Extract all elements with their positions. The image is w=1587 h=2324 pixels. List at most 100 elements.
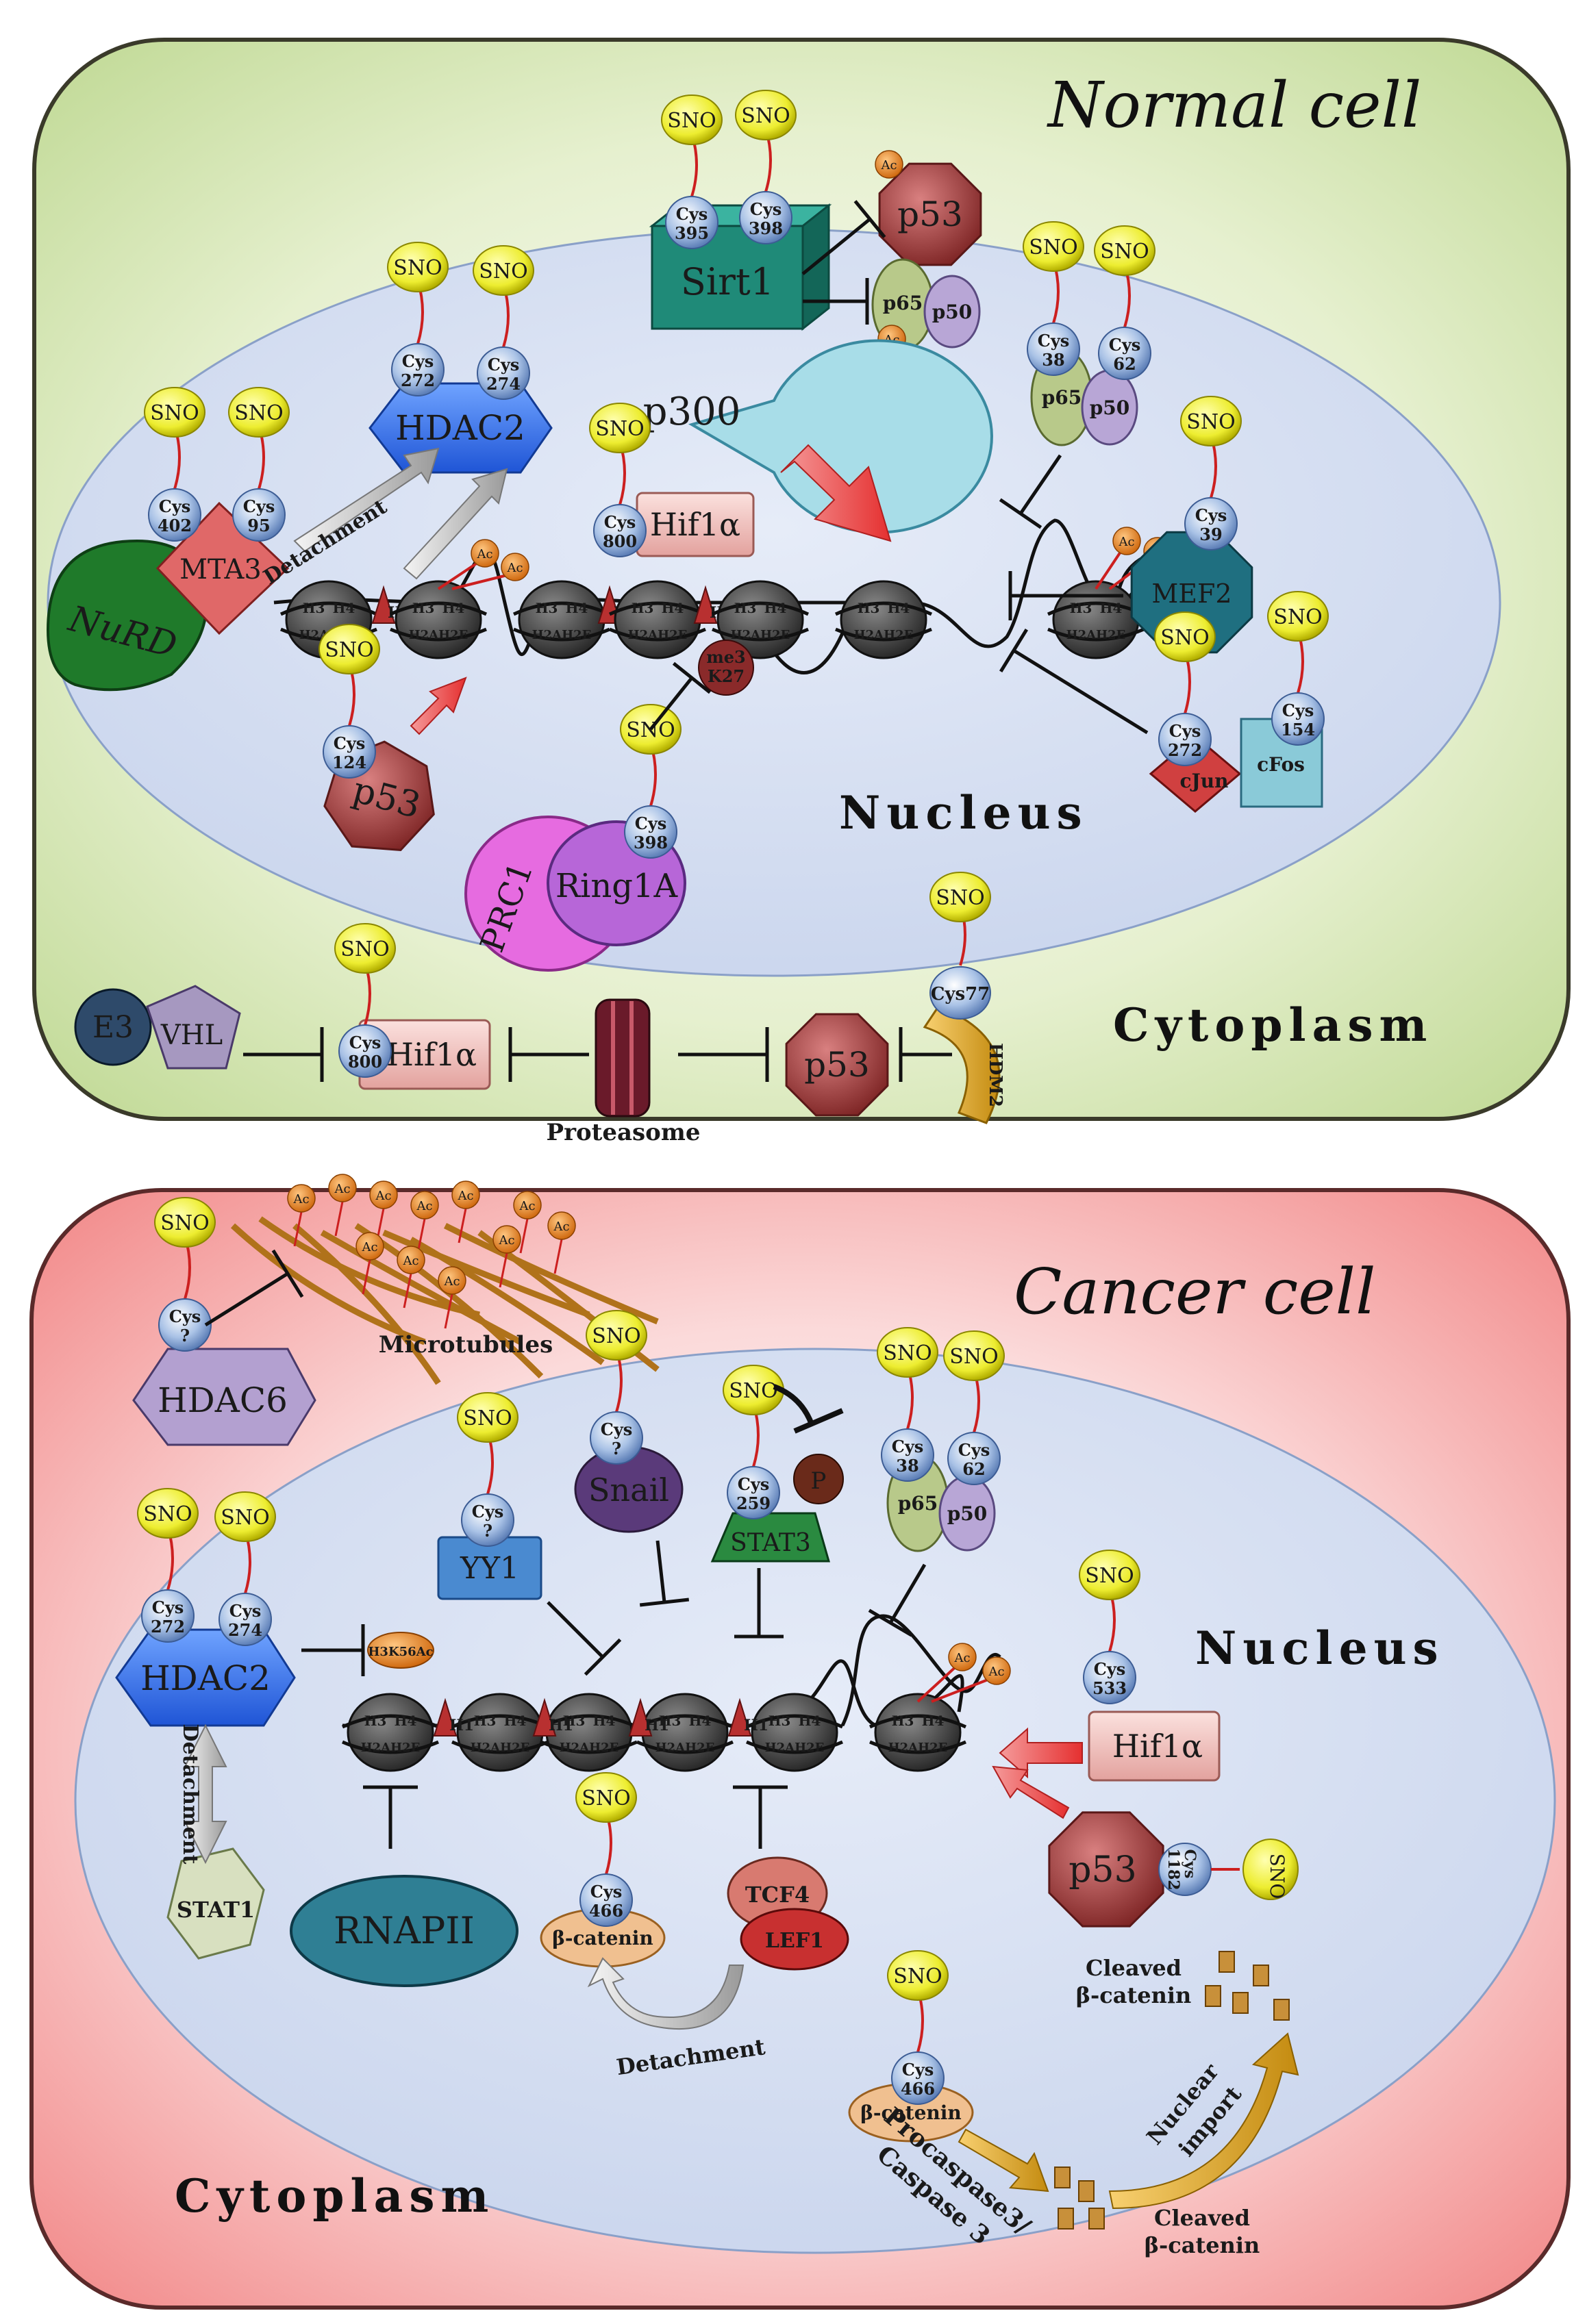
p53-label: p53	[897, 194, 963, 234]
histone-h3-label: H3	[474, 1713, 497, 1729]
hif1a-label: Hif1α	[1112, 1728, 1203, 1765]
sno-marker: SNO	[1267, 591, 1329, 642]
cys-label: Cys	[902, 2060, 934, 2080]
ac-group: Ac	[369, 1180, 398, 1209]
dna-wrap-bottom	[390, 627, 487, 642]
mef2-label: MEF2	[1151, 579, 1232, 609]
activation-arrow	[780, 444, 892, 542]
inhibition-arrow	[999, 454, 1062, 529]
hif1a-label: Hif1α	[386, 1036, 477, 1073]
cys-ball	[891, 2051, 945, 2105]
inhibition-line	[801, 218, 871, 275]
acetyl-link	[362, 1259, 371, 1295]
cys-number: 259	[736, 1493, 771, 1513]
ac-label: Ac	[416, 1199, 432, 1213]
cys-number: 533	[1092, 1678, 1127, 1698]
cys-ball	[218, 1593, 272, 1646]
cys-number: 395	[675, 223, 709, 243]
histone-h2a-label: H2AH2E	[361, 1741, 421, 1755]
sno-ball	[1023, 221, 1084, 272]
ac-group: Ac	[438, 1266, 466, 1295]
activation-arrow	[999, 1727, 1083, 1779]
cleaved-label: Cleaved	[1086, 1955, 1182, 1981]
cys-number: 62	[1113, 354, 1136, 374]
cys-label: Cys	[1282, 700, 1314, 720]
sno-ball	[1094, 225, 1155, 276]
ac-ball	[875, 150, 903, 179]
histone-h2a-label: H2AH2E	[1066, 628, 1126, 642]
dna-wrap-bottom	[540, 1740, 638, 1754]
cys-label: Cys	[1181, 1849, 1199, 1879]
p65-label: p65	[1042, 386, 1082, 409]
ac-ball	[1112, 527, 1141, 555]
h3k56ac-mark: H3K56Ac	[367, 1632, 434, 1669]
cleaved-fragment	[1078, 2180, 1095, 2202]
ac-label: Ac	[402, 1254, 418, 1268]
cys-ball	[1083, 1651, 1136, 1704]
ac-ball	[397, 1246, 425, 1274]
inhibition-arrow	[803, 278, 869, 325]
cleaved-fragment	[1088, 2208, 1105, 2230]
nuclear-import-arrow	[1108, 2032, 1299, 2210]
inhibition-arrow	[508, 1027, 589, 1082]
cys-label: Cys	[738, 1474, 770, 1494]
histone-h4-label: H4	[566, 600, 588, 616]
ring1a-label: Ring1A	[555, 867, 679, 905]
histone-h3-label: H3	[303, 600, 325, 616]
inhibition-arrow	[999, 629, 1149, 735]
inhibition-arrow	[734, 1568, 784, 1639]
sno-marker: SNO	[334, 923, 396, 974]
h1-label: H1	[449, 1717, 474, 1734]
cys-ball	[881, 1428, 934, 1482]
ac-ball	[948, 1643, 977, 1671]
sno-label: SNO	[1100, 240, 1149, 264]
cys-ball	[1271, 692, 1325, 746]
sno-label: SNO	[234, 401, 283, 425]
histone-octamer	[1052, 580, 1140, 659]
cleaved-fragment	[1058, 2208, 1074, 2230]
cys-label: Cys	[243, 496, 275, 516]
histone-h3-label: H3	[1070, 600, 1092, 616]
cys-number: 38	[1042, 350, 1064, 370]
k27-label: K27	[708, 666, 745, 686]
sno-marker: SNO	[1180, 396, 1242, 446]
sno-marker: SNO	[228, 387, 290, 438]
stat3-label: STAT3	[730, 1529, 811, 1557]
ac-group: Ac	[982, 1656, 1011, 1685]
acetyl-link	[444, 1293, 453, 1329]
histone-h3-label: H3	[563, 1713, 586, 1729]
inhibition-arrow	[639, 1540, 690, 1607]
histone-h2a-label: H2AH2E	[471, 1741, 530, 1755]
p65-label: p65	[898, 1492, 938, 1515]
histone-h4-label: H4	[888, 600, 910, 616]
normal-nucleus-label: Nucleus	[839, 786, 1088, 839]
sno-ball	[334, 923, 396, 974]
dna-wrap-bottom	[451, 1740, 549, 1754]
histone-h4-label: H4	[799, 1713, 821, 1729]
sno-label: SNO	[463, 1406, 512, 1430]
hdac6-hexagon	[132, 1348, 316, 1446]
ac-ball	[513, 1191, 542, 1220]
hdm2-label: HDM2	[985, 1043, 1005, 1107]
inhibition-bar	[271, 1249, 304, 1298]
activation-arrow	[992, 1765, 1070, 1819]
dna-wrap-top	[834, 601, 933, 616]
h1-triangle	[628, 1697, 653, 1736]
ac-group: Ac	[451, 1180, 480, 1209]
h1-triangle	[532, 1697, 557, 1736]
cys-label: Cys	[402, 351, 434, 371]
